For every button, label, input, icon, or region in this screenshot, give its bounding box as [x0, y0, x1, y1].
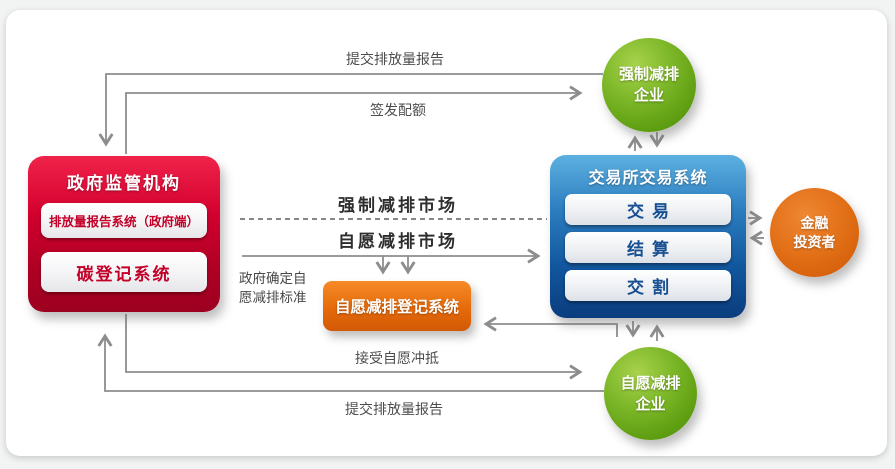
label-issue-quota: 签发配额 [370, 102, 426, 118]
label-voluntary-market: 自愿减排市场 [338, 232, 458, 251]
financial-investor-line2: 投资者 [793, 233, 836, 250]
financial-investor-circle: 金融 投资者 [770, 188, 859, 277]
label-government-standard: 政府确定自 愿减排标准 [239, 269, 349, 307]
exchange-delivery-box: 交割 [565, 270, 731, 301]
government-regulator-box: 政府监管机构 排放量报告系统（政府端） 碳登记系统 [28, 156, 220, 312]
voluntary-registry-box: 自愿减排登记系统 [323, 281, 471, 331]
exchange-delivery-label: 交割 [627, 278, 677, 297]
emission-report-system-box: 排放量报告系统（政府端） [41, 203, 207, 238]
exchange-trade-label: 交易 [627, 202, 677, 221]
label-submit-report-bottom: 提交排放量报告 [345, 401, 443, 417]
emission-report-system-label: 排放量报告系统（政府端） [48, 215, 199, 229]
voluntary-registry-label: 自愿减排登记系统 [334, 299, 459, 316]
financial-investor-line1: 金融 [800, 214, 829, 231]
exchange-trade-box: 交易 [565, 194, 731, 225]
exchange-settlement-box: 结算 [565, 232, 731, 263]
mandatory-enterprise-circle: 强制减排 企业 [602, 38, 696, 132]
voluntary-enterprise-line2: 企业 [635, 395, 666, 413]
carbon-registry-system-label: 碳登记系统 [76, 264, 172, 284]
label-government-standard-line2: 愿减排标准 [239, 290, 307, 305]
voluntary-enterprise-circle: 自愿减排 企业 [604, 347, 697, 440]
exchange-trading-system-box: 交易所交易系统 交易 结算 交割 [550, 155, 746, 318]
carbon-registry-system-box: 碳登记系统 [41, 252, 207, 292]
label-government-standard-line1: 政府确定自 [239, 271, 307, 286]
label-mandatory-market: 强制减排市场 [338, 196, 458, 215]
voluntary-enterprise-line1: 自愿减排 [620, 374, 681, 392]
label-accept-offset: 接受自愿冲抵 [355, 350, 439, 366]
mandatory-enterprise-line1: 强制减排 [618, 66, 679, 83]
label-submit-report-top: 提交排放量报告 [346, 51, 444, 67]
exchange-trading-system-title: 交易所交易系统 [588, 170, 708, 187]
mandatory-enterprise-line2: 企业 [633, 87, 664, 104]
exchange-settlement-label: 结算 [627, 240, 677, 259]
government-regulator-title: 政府监管机构 [67, 174, 181, 193]
